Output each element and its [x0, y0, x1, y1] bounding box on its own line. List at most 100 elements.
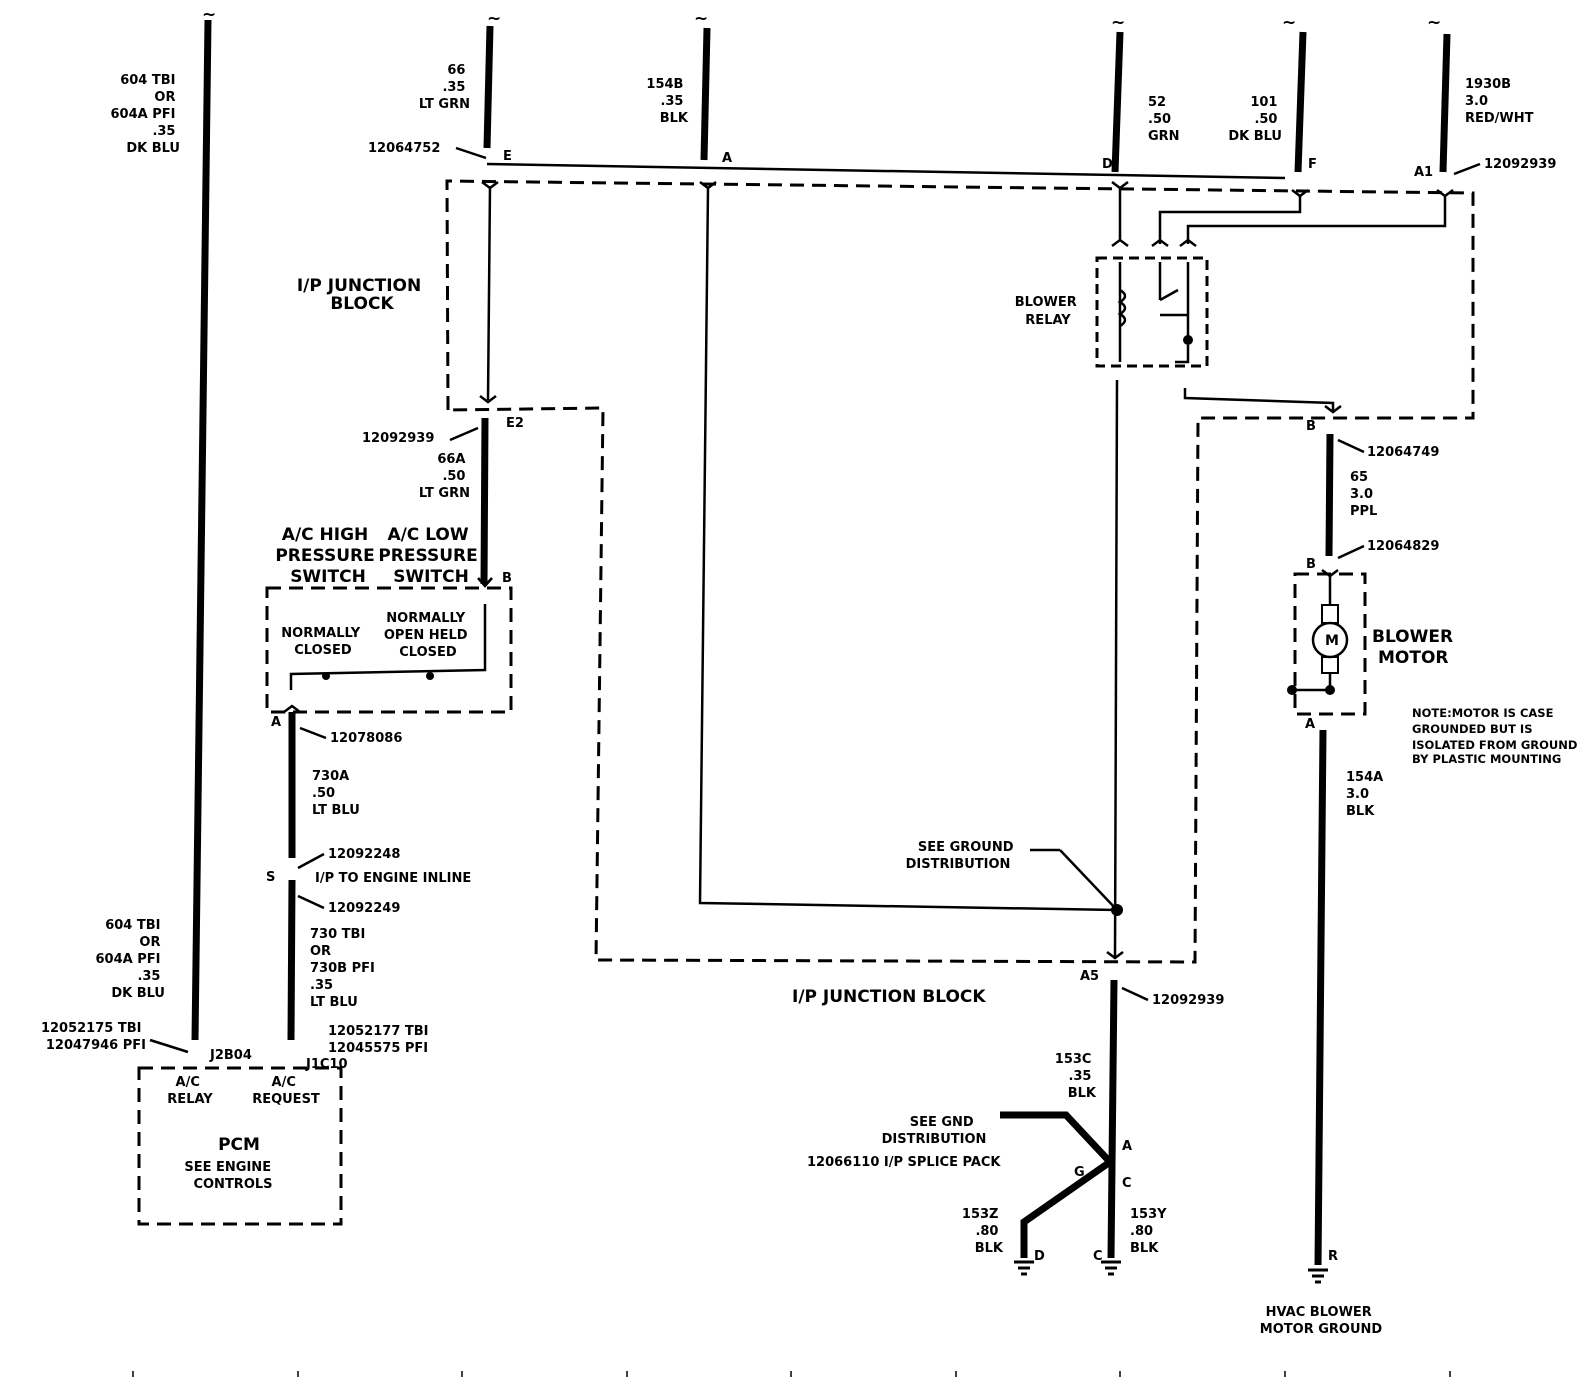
terminal-arrow [699, 181, 717, 190]
leader [297, 852, 325, 870]
thin-1930b [1186, 196, 1447, 244]
pin-a5: A5 [1080, 969, 1099, 984]
terminal-arrow [1291, 189, 1309, 198]
blower-relay [1095, 256, 1209, 368]
blower-relay-label: BLOWER RELAY [1015, 295, 1082, 328]
heavy-wires [191, 19, 1451, 1266]
pcm-label: PCM [218, 1135, 260, 1155]
wire-66a [480, 417, 489, 585]
normally-open-label: NORMALLY OPEN HELD CLOSED [384, 611, 472, 660]
terminal-arrow [1179, 238, 1197, 247]
pin-j2b04: J2B04 [209, 1048, 252, 1063]
ground-icon [1014, 1260, 1034, 1276]
terminal-arrow [1111, 238, 1129, 247]
blower-motor-symbol: M [1287, 604, 1349, 695]
see-ground-distribution-label: SEE GROUND DISTRIBUTION [906, 840, 1018, 872]
motor-letter: M [1325, 633, 1339, 649]
switch-contacts [322, 672, 434, 680]
motor-brush-top [1321, 604, 1339, 624]
terminal-arrow [1321, 569, 1339, 578]
leader [449, 426, 479, 442]
connector-12064829: 12064829 [1367, 539, 1439, 554]
pin-gnd-c: C [1093, 1249, 1103, 1264]
ip-junction-block-label-bottom: I/P JUNCTION BLOCK [792, 987, 986, 1007]
blower-motor-box [1293, 572, 1367, 716]
pin-a1: A1 [1414, 165, 1433, 180]
label-153y: 153Y .80 BLK [1130, 1207, 1171, 1256]
pin-gnd-d: D [1034, 1249, 1045, 1264]
label-65: 65 3.0 PPL [1350, 470, 1378, 519]
label-153z: 153Z .80 BLK [962, 1207, 1004, 1256]
thin-66 [486, 185, 492, 401]
ground-symbols [1014, 1260, 1328, 1284]
label-604-bottom: 604 TBI OR 604A PFI .35 DK BLU [96, 918, 166, 1001]
thin-relay-out [1183, 388, 1335, 412]
break-mark: ~ [1111, 13, 1125, 33]
terminal-arrow [479, 395, 497, 404]
ip-junction-block-label-top: I/P JUNCTION BLOCK [297, 276, 427, 314]
relay-out [1175, 345, 1190, 364]
pin-j1c10: J1C10 [305, 1057, 348, 1072]
pcm-see-engine-controls: SEE ENGINE CONTROLS [184, 1160, 275, 1192]
pin-splice-c: C [1122, 1176, 1132, 1191]
terminal-arrow [1106, 951, 1124, 960]
pin-b-relay: B [1306, 419, 1316, 434]
relay-coil [1117, 288, 1127, 328]
connector-12078086: 12078086 [330, 731, 402, 746]
connector-12092248: 12092248 [328, 847, 400, 862]
pcm-ac-relay-label: A/C RELAY [167, 1075, 213, 1107]
connector-12064752: 12064752 [368, 141, 440, 156]
terminal-arrow [1436, 189, 1454, 198]
leader [297, 894, 325, 910]
connector-pcm-right: 12052177 TBI 12045575 PFI [328, 1024, 433, 1056]
nc-contact [322, 672, 330, 680]
terminal-arrow [477, 577, 493, 588]
connector-pcm-left: 12052175 TBI 12047946 PFI [41, 1021, 146, 1053]
leader [1337, 544, 1365, 560]
connector-12064749: 12064749 [1367, 445, 1439, 460]
pin-f: F [1308, 157, 1317, 172]
wire-604 [191, 19, 212, 1041]
thin-ground-drop [1113, 379, 1119, 959]
pin-splice-a: A [1122, 1139, 1132, 1154]
pin-e: E [503, 149, 512, 164]
label-66: 66 .35 LT GRN [419, 63, 470, 112]
label-154b: 154B .35 BLK [646, 77, 688, 126]
normally-closed-label: NORMALLY CLOSED [281, 626, 364, 658]
thin-see-ground-diag [1059, 849, 1118, 911]
leader [1337, 438, 1365, 454]
wire-52 [1111, 31, 1124, 173]
pin-labels: E A D F A1 E2 B A S B B A A5 J2B04 J1C10… [209, 149, 1433, 1264]
pin-d: D [1102, 157, 1113, 172]
pin-splice-g: G [1074, 1165, 1085, 1180]
page-ticks [132, 1371, 1451, 1377]
blower-motor-label: BLOWER MOTOR [1372, 627, 1459, 668]
label-604-top: 604 TBI OR 604A PFI .35 DK BLU [111, 73, 181, 156]
ip-junction-block-outline [445, 179, 1475, 964]
ground-junction-node [1111, 904, 1123, 916]
wire-154b [700, 27, 711, 161]
label-153c: 153C .35 BLK [1055, 1052, 1097, 1101]
terminal-marks [283, 181, 1454, 960]
break-mark: ~ [1427, 13, 1441, 33]
relay-box [1095, 256, 1209, 368]
motor-case-node [1287, 685, 1297, 695]
relay-node [1183, 335, 1193, 345]
ground-icon [1101, 1260, 1121, 1276]
wire-1930b [1439, 33, 1451, 173]
thin-wires [289, 162, 1447, 959]
wire-101 [1294, 31, 1307, 173]
component-labels: I/P JUNCTION BLOCK I/P JUNCTION BLOCK A/… [167, 276, 1581, 1337]
wire-153z [1020, 1159, 1113, 1258]
wire-66 [483, 25, 494, 149]
connector-labels: 12064752 12092939 12092939 12078086 1209… [41, 141, 1556, 1056]
label-1930b: 1930B 3.0 RED/WHT [1465, 77, 1534, 126]
leader [299, 726, 327, 740]
wire-break-marks: ~ ~ ~ ~ ~ ~ [202, 5, 1441, 33]
hvac-ground-label: HVAC BLOWER MOTOR GROUND [1260, 1305, 1383, 1337]
label-101: 101 .50 DK BLU [1228, 95, 1282, 144]
leader [1453, 162, 1481, 176]
label-66a: 66A .50 LT GRN [419, 452, 470, 501]
label-730: 730 TBI OR 730B PFI .35 LT BLU [310, 927, 379, 1010]
motor-note: NOTE:MOTOR IS CASE GROUNDED BUT IS ISOLA… [1412, 706, 1581, 766]
